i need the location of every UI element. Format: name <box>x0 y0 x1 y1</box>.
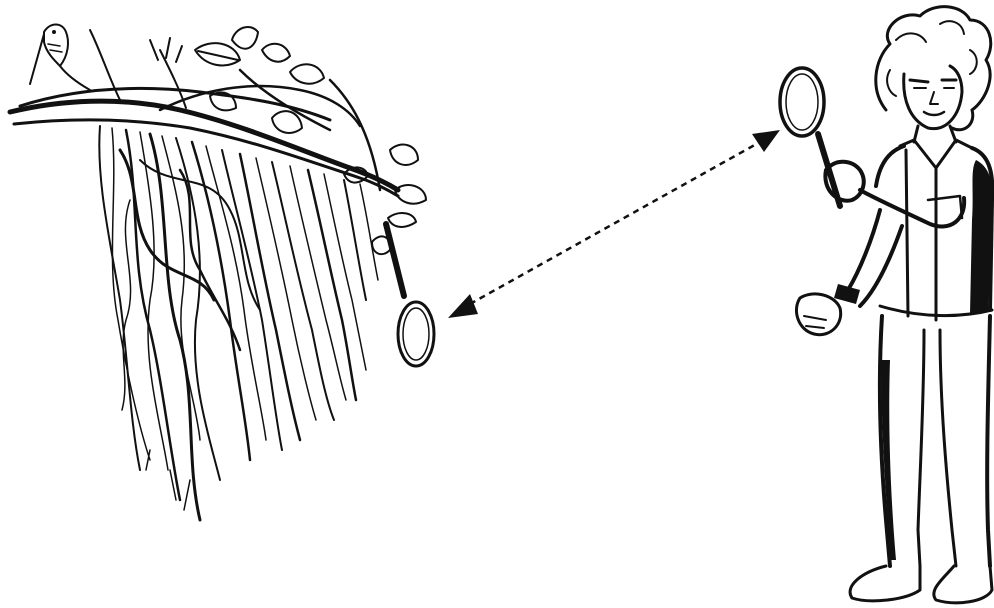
leaf-8 <box>395 185 426 204</box>
dashed-double-arrow <box>448 130 780 318</box>
big-glass-lens-inner <box>786 74 818 130</box>
arrow-head-left <box>448 294 478 318</box>
root-11 <box>240 154 300 440</box>
big-glass-handle <box>818 134 840 206</box>
left-leg-inner <box>918 330 924 566</box>
root-1 <box>99 126 140 470</box>
right-shoe <box>934 566 992 603</box>
small-glass-lens-inner <box>403 308 429 360</box>
branch-lower-edge <box>14 120 398 196</box>
hummingbird-tail <box>60 66 90 90</box>
small-magnifying-glass <box>386 224 434 366</box>
nose <box>930 92 938 104</box>
right-leg-outer <box>987 316 990 566</box>
shirt-placket <box>906 150 936 320</box>
root-13 <box>272 162 334 420</box>
shirt-pocket <box>928 196 962 218</box>
hummingbird-feathers <box>48 44 62 52</box>
hair <box>876 7 991 130</box>
leaf-1 <box>195 43 240 65</box>
small-glass-handle <box>386 224 404 296</box>
root-tips <box>146 450 190 510</box>
hummingbird-eye <box>52 30 56 34</box>
branch-with-roots <box>10 25 434 521</box>
eyebrows <box>910 80 956 82</box>
leaf-6 <box>272 111 302 133</box>
branch-main <box>10 101 398 190</box>
root-6 <box>162 136 200 440</box>
branch-twig-2 <box>160 50 186 108</box>
root-14 <box>290 166 346 400</box>
leaf-3 <box>262 44 290 62</box>
arrow-shaft <box>470 142 760 304</box>
leaf-7 <box>390 145 418 165</box>
hair-curls <box>887 21 977 96</box>
person <box>780 7 993 603</box>
root-8 <box>192 142 250 460</box>
root-10 <box>222 150 282 450</box>
fingers <box>804 316 826 328</box>
leaf-4 <box>290 64 324 83</box>
hummingbird <box>30 25 90 91</box>
lowered-hand <box>796 294 840 335</box>
leaf-9 <box>388 213 416 227</box>
leaf-2 <box>232 27 258 49</box>
right-leg-inner <box>940 330 956 566</box>
branch-buds <box>150 38 182 62</box>
cuff <box>834 284 860 304</box>
hanging-roots <box>99 126 378 520</box>
leaves <box>195 27 426 254</box>
branch-vine <box>330 80 380 190</box>
root-18 <box>360 184 378 280</box>
collar <box>900 140 972 168</box>
mouth <box>924 112 944 115</box>
hummingbird-beak <box>30 34 44 84</box>
arrow-head-right <box>752 130 780 152</box>
left-shoe <box>850 566 920 601</box>
